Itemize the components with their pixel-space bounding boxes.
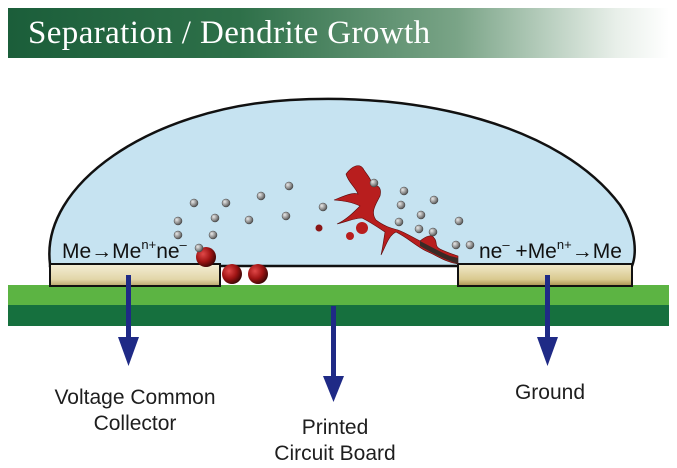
metal-dendrite xyxy=(315,165,459,265)
left-eq-base: Me→Me xyxy=(62,240,142,263)
left-electrode xyxy=(49,263,221,287)
voltage-arrow xyxy=(118,275,139,366)
right-reaction-equation: ne– +Men+→Me xyxy=(479,237,622,264)
right-eq-mid-sup: n+ xyxy=(556,237,572,252)
right-eq-head-sup: – xyxy=(502,237,510,252)
metal-ball xyxy=(248,264,268,284)
pcb-label-line1: Printed xyxy=(301,416,369,439)
voltage-common-collector-label: Voltage Common Collector xyxy=(30,385,240,437)
pcb-arrow xyxy=(323,306,344,402)
left-eq-sup: n+ xyxy=(141,237,157,252)
right-eq-mid: +Me xyxy=(509,240,557,263)
ground-label: Ground xyxy=(514,381,586,404)
ground-arrow xyxy=(537,275,558,366)
right-eq-head: ne xyxy=(479,240,503,263)
voltage-label-line2: Collector xyxy=(93,412,177,435)
pcb-label-line2: Circuit Board xyxy=(274,442,396,465)
pcb-bottom-layer xyxy=(8,305,669,326)
voltage-label-line1: Voltage Common xyxy=(54,386,216,409)
metal-ball xyxy=(196,247,216,267)
diagram-title: Separation / Dendrite Growth xyxy=(28,15,431,51)
pcb-top-layer xyxy=(8,285,669,305)
right-eq-tail: →Me xyxy=(571,240,622,263)
water-droplet xyxy=(48,97,636,268)
left-reaction-equation: Me→Men+ne– xyxy=(62,237,187,264)
left-eq-tail: ne xyxy=(156,240,180,263)
metal-ions xyxy=(173,178,475,253)
metal-ball xyxy=(222,264,242,284)
printed-circuit-board-label: Printed Circuit Board xyxy=(255,415,415,467)
left-eq-tail-sup: – xyxy=(179,237,187,252)
title-banner: Separation / Dendrite Growth xyxy=(8,8,669,58)
